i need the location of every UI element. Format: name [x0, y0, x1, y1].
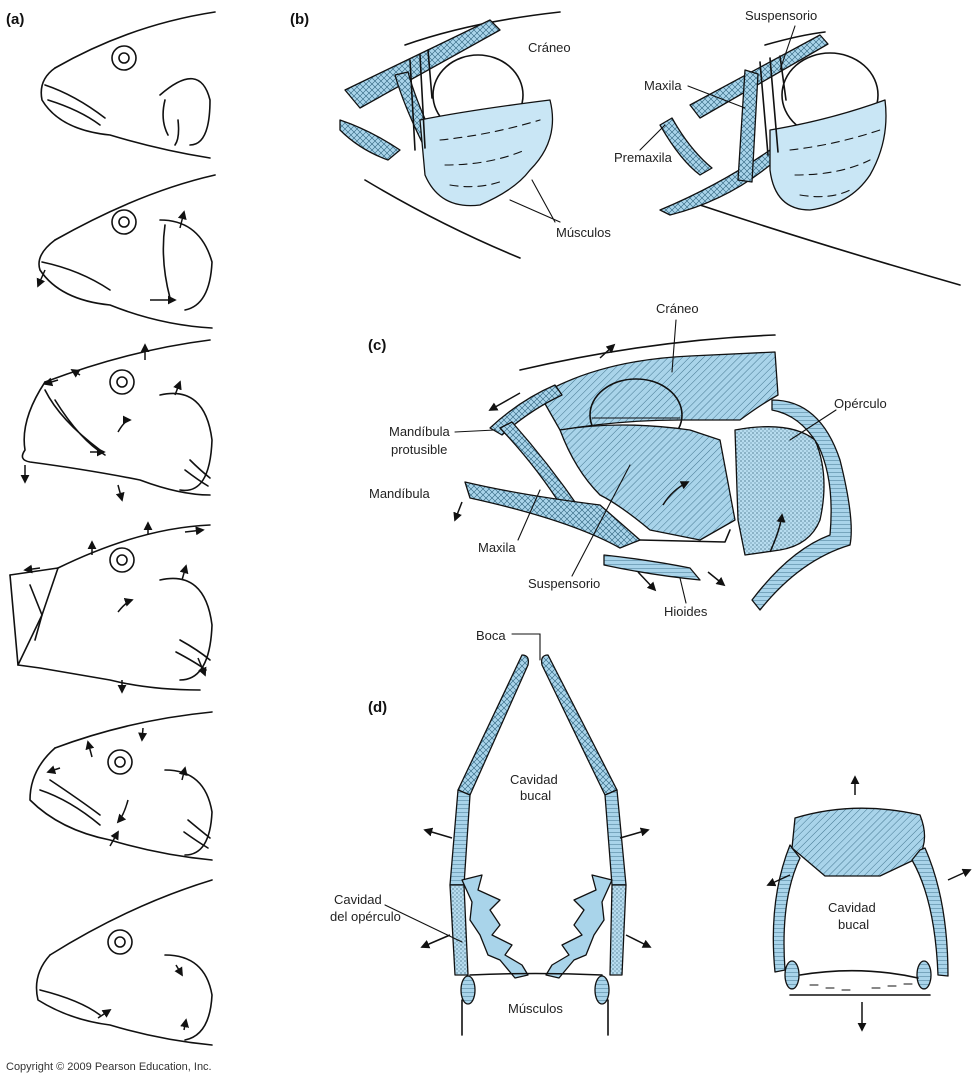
- hyoid-c: [603, 554, 701, 581]
- label-c-hioides: Hioides: [664, 604, 708, 619]
- label-c-mandibula-protusible-1: Mandíbula: [389, 424, 450, 439]
- leader-c-mandibula-protusible: [454, 429, 496, 433]
- cranium-c: [539, 351, 779, 431]
- opercular-bone-c: [751, 399, 852, 611]
- label-d-boca: Boca: [476, 628, 506, 643]
- suspensorium-c: [559, 424, 736, 541]
- leader-c-maxila: [517, 489, 541, 541]
- leader-b-suspensorio: [779, 25, 796, 71]
- label-b-musculos: Músculos: [556, 225, 611, 240]
- label-c-mandibula-protusible-2: protusible: [391, 442, 447, 457]
- gill-arches-left: [461, 874, 529, 979]
- operculum-c: [734, 426, 825, 556]
- label-b-maxila: Maxila: [644, 78, 682, 93]
- label-d-cavidad-bucal-1: Cavidad: [510, 772, 558, 787]
- label-d-cavidad-bucal-right-1: Cavidad: [828, 900, 876, 915]
- leader-c-operculo: [789, 409, 837, 441]
- panel-b-right-diagram: [659, 31, 961, 286]
- panel-c: (c) Cráneo Opérculo Mandíbula protu: [368, 301, 887, 619]
- fish-head-4: [9, 521, 213, 694]
- leader-b-maxila: [687, 85, 746, 109]
- label-d-musculos: Músculos: [508, 1001, 563, 1016]
- panel-a: (a): [6, 11, 216, 1046]
- label-d-cavidad-bucal-right-2: bucal: [838, 917, 869, 932]
- cross-section-right: [766, 775, 972, 1032]
- leader-c-hioides: [679, 577, 687, 604]
- panel-b-left-diagram: [339, 11, 561, 259]
- label-b-suspensorio: Suspensorio: [745, 8, 817, 23]
- leader-b-musculos: [509, 179, 561, 223]
- label-c-operculo: Opérculo: [834, 396, 887, 411]
- fish-head-1: [40, 11, 216, 159]
- leader-c-suspensorio: [571, 464, 631, 577]
- label-c-suspensorio: Suspensorio: [528, 576, 600, 591]
- leader-d-boca: [511, 633, 541, 661]
- gill-arches-right: [545, 874, 613, 979]
- fish-head-5: [29, 711, 213, 861]
- fish-head-6: [35, 879, 213, 1046]
- label-b-premaxila: Premaxila: [614, 150, 673, 165]
- fish-head-3: [20, 339, 213, 502]
- fish-head-2: [36, 174, 216, 329]
- buccal-wall-right: [540, 654, 627, 1005]
- panel-b-label: (b): [290, 11, 309, 28]
- leader-d-cavidad-operculo: [384, 904, 463, 943]
- mandible-c: [464, 481, 641, 549]
- panel-d-label: (d): [368, 699, 387, 716]
- buccal-wall-left: [449, 654, 530, 1005]
- head-outline-c: [519, 334, 776, 371]
- panel-c-label: (c): [368, 337, 386, 354]
- label-d-cavidad-operculo-2: del opérculo: [330, 909, 401, 924]
- label-d-cavidad-operculo-1: Cavidad: [334, 892, 382, 907]
- label-b-craneo: Cráneo: [528, 40, 571, 55]
- label-c-mandibula: Mandíbula: [369, 486, 430, 501]
- floor-line-d: [469, 972, 603, 976]
- leader-c-craneo: [671, 319, 677, 373]
- label-d-cavidad-bucal-2: bucal: [520, 788, 551, 803]
- panel-b: (b) Cráneo Músculos: [290, 8, 961, 286]
- panel-d: (d) Boca Cavidad bucal Cavidad del opérc: [330, 628, 972, 1036]
- label-c-craneo: Cráneo: [656, 301, 699, 316]
- label-c-maxila: Maxila: [478, 540, 516, 555]
- copyright-notice: Copyright © 2009 Pearson Education, Inc.: [6, 1061, 212, 1073]
- leader-b-premaxila: [639, 124, 666, 151]
- panel-a-label: (a): [6, 11, 24, 28]
